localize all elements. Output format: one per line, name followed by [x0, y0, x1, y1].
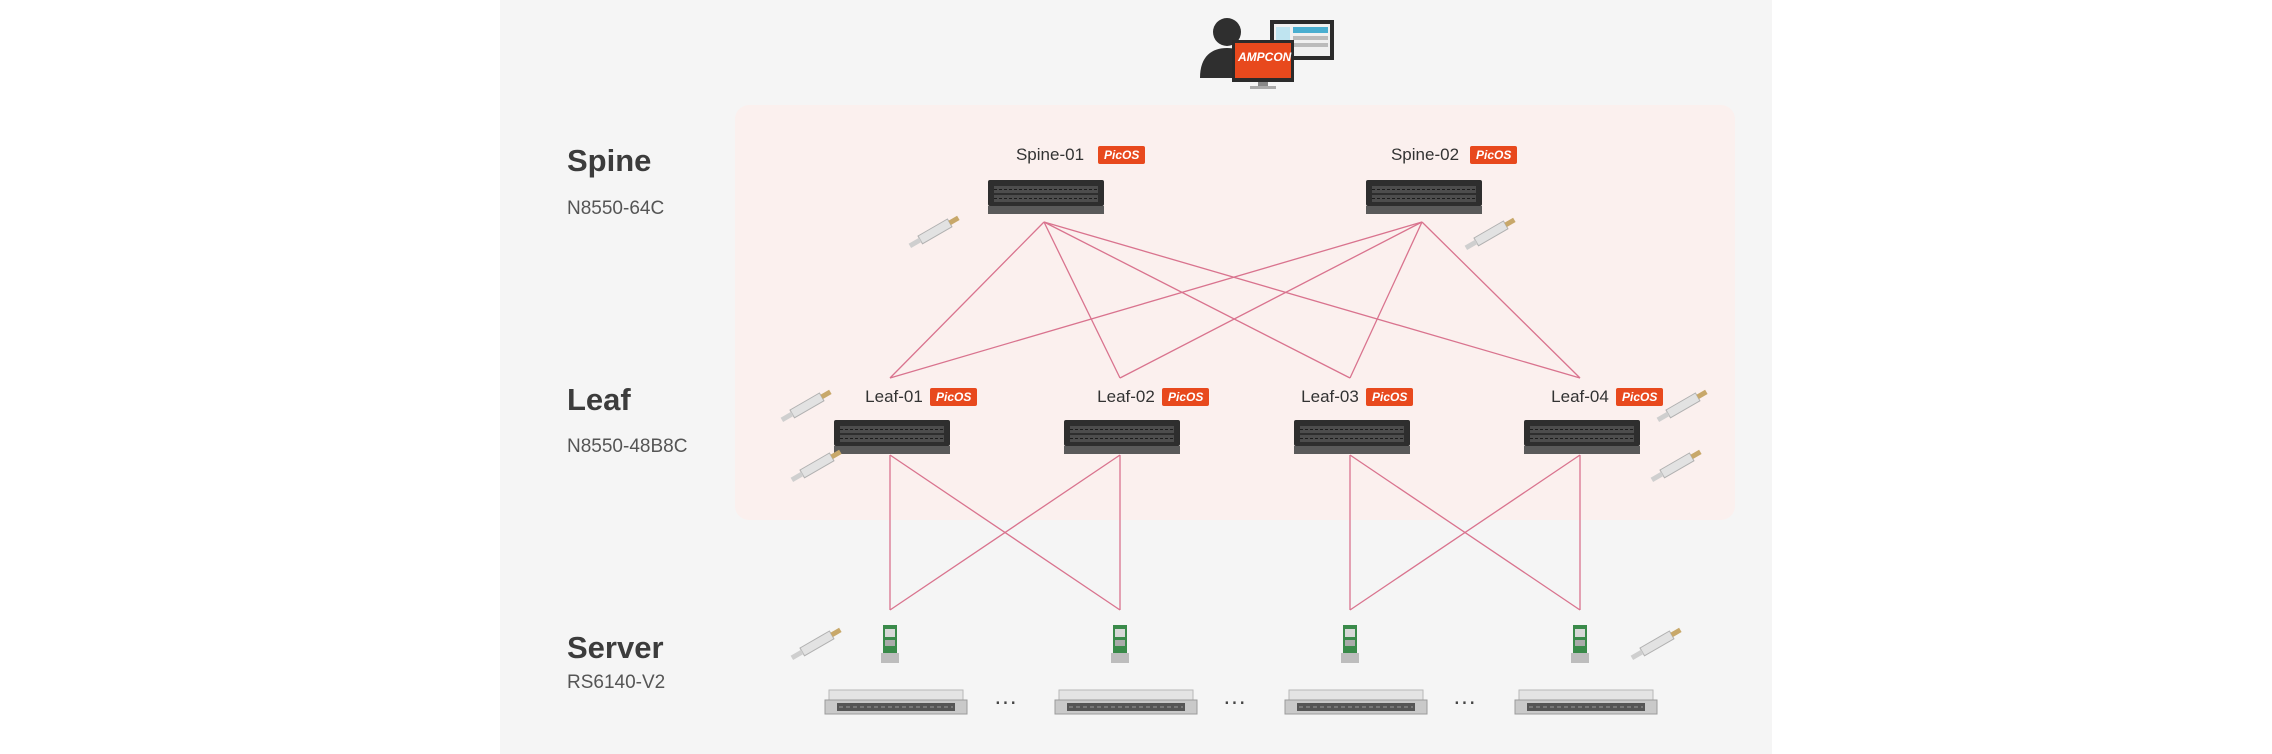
nic-card-icon — [1571, 625, 1589, 663]
leaf-03-label: Leaf-03 — [1301, 387, 1359, 406]
leaf-02-label: Leaf-02 — [1097, 387, 1155, 406]
link-leaf04-server03 — [1349, 454, 1581, 611]
link-spine01-leaf02 — [1043, 221, 1121, 379]
transceiver-icon — [1649, 447, 1704, 485]
picos-badge: PicOS — [1098, 146, 1146, 164]
link-spine02-leaf01 — [889, 221, 1423, 379]
link-spine02-leaf03 — [1349, 221, 1423, 379]
link-spine01-leaf04 — [1043, 221, 1581, 379]
leaf-tier-model: N8550-48B8C — [567, 436, 688, 457]
transceiver-icon — [1655, 387, 1710, 425]
server-03-icon — [1284, 689, 1428, 715]
ampcon-logo: AMPCON — [1238, 50, 1292, 64]
link-spine01-leaf03 — [1043, 221, 1351, 379]
picos-badge: PicOS — [1470, 146, 1518, 164]
nic-card-icon — [881, 625, 899, 663]
picos-badge: PicOS — [1162, 388, 1210, 406]
server-04-icon — [1514, 689, 1658, 715]
picos-badge: PicOS — [930, 388, 978, 406]
leaf-04-switch-icon — [1523, 419, 1641, 455]
transceiver-icon — [907, 213, 962, 251]
transceiver-icon — [1463, 215, 1518, 253]
transceiver-icon — [789, 625, 844, 663]
spine-01-label: Spine-01 — [1015, 145, 1085, 164]
spine-02-label: Spine-02 — [1390, 145, 1460, 164]
server-ellipsis: ... — [1223, 683, 1247, 710]
link-spine01-leaf01 — [889, 221, 1045, 379]
links — [889, 221, 1581, 611]
leaf-01-label: Leaf-01 — [865, 387, 923, 406]
leaf-03-switch-icon — [1293, 419, 1411, 455]
server-ellipsis: ... — [1453, 683, 1477, 710]
server-01-icon — [824, 689, 968, 715]
server-ellipsis: ... — [994, 683, 1018, 710]
leaf-tier-title: Leaf — [567, 382, 631, 417]
nic-card-icon — [1111, 625, 1129, 663]
spine-01-switch-icon — [987, 179, 1105, 215]
server-02-icon — [1054, 689, 1198, 715]
spine-tier-title: Spine — [567, 143, 652, 178]
leaf-01-switch-icon — [833, 419, 951, 455]
link-spine02-leaf04 — [1421, 221, 1581, 379]
leaf-04-label: Leaf-04 — [1551, 387, 1609, 406]
transceiver-icon — [779, 387, 834, 425]
server-tier-title: Server — [567, 630, 664, 665]
leaf-02-switch-icon — [1063, 419, 1181, 455]
nic-card-icon — [1341, 625, 1359, 663]
spine-tier-model: N8550-64C — [567, 198, 665, 219]
ampcon-monitor-icon — [1232, 40, 1294, 89]
spine-02-switch-icon — [1365, 179, 1483, 215]
picos-badge: PicOS — [1366, 388, 1414, 406]
transceiver-icon — [789, 447, 844, 485]
link-spine02-leaf02 — [1119, 221, 1423, 379]
picos-badge: PicOS — [1616, 388, 1664, 406]
server-tier-model: RS6140-V2 — [567, 672, 666, 693]
link-leaf02-server01 — [889, 454, 1121, 611]
transceiver-icon — [1629, 625, 1684, 663]
